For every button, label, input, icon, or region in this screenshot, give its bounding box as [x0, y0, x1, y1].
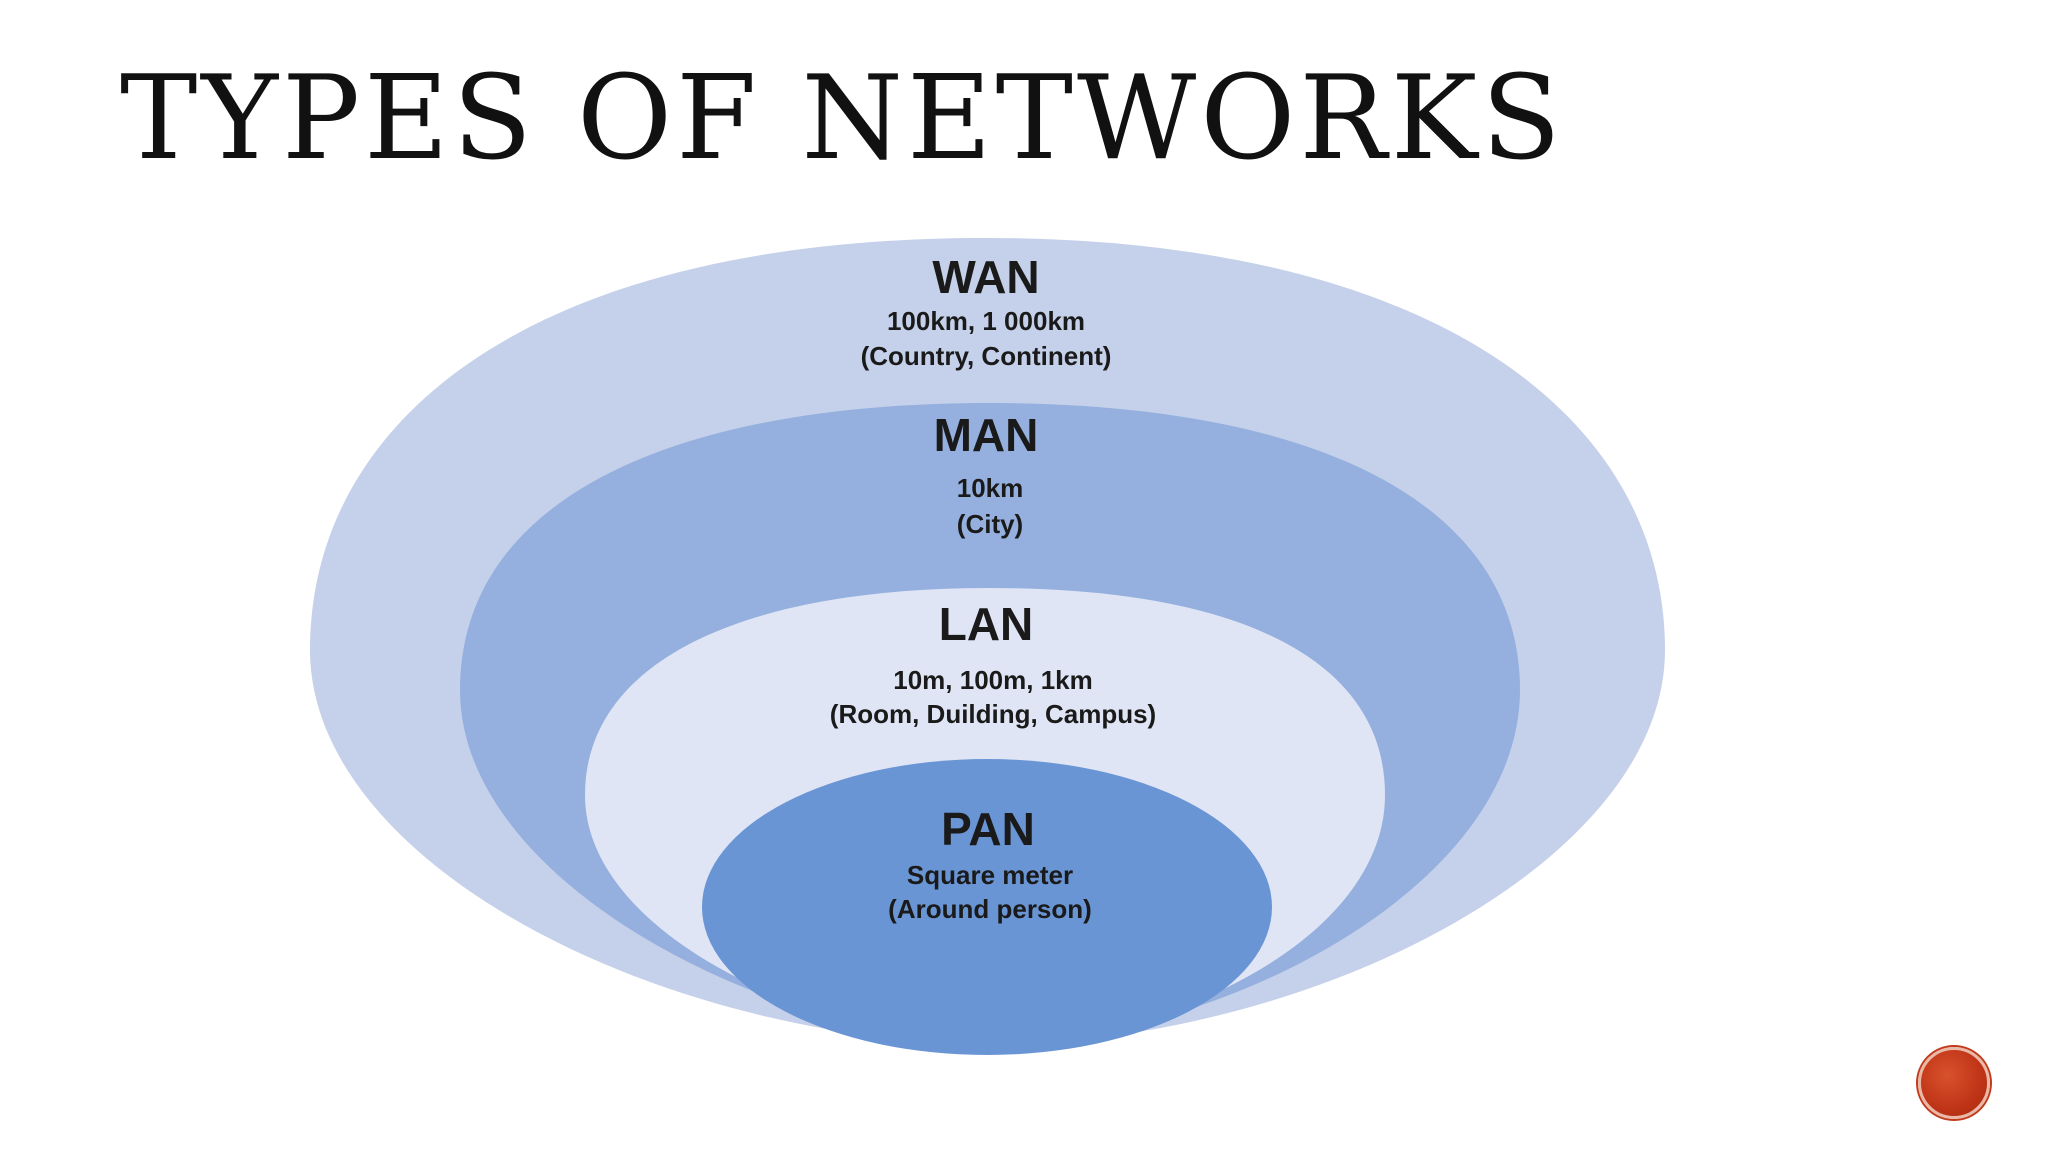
man-detail-range: 10km	[957, 473, 1024, 503]
lan-detail-scope: (Room, Duilding, Campus)	[830, 699, 1156, 729]
wan-detail-range: 100km, 1 000km	[887, 306, 1085, 336]
slide-title: TYPES OF NETWORKS	[120, 51, 1565, 186]
pan-detail-range: Square meter	[907, 860, 1073, 890]
pan-layer	[702, 759, 1272, 1055]
lan-detail-range: 10m, 100m, 1km	[893, 665, 1092, 695]
circle-nav-icon[interactable]	[1918, 1047, 1990, 1119]
pan-detail-scope: (Around person)	[888, 894, 1092, 924]
wan-name: WAN	[932, 251, 1039, 303]
lan-name: LAN	[939, 598, 1034, 650]
pan-name: PAN	[941, 803, 1035, 855]
man-detail-scope: (City)	[957, 509, 1023, 539]
wan-detail-scope: (Country, Continent)	[861, 341, 1112, 371]
man-name: MAN	[934, 409, 1039, 461]
